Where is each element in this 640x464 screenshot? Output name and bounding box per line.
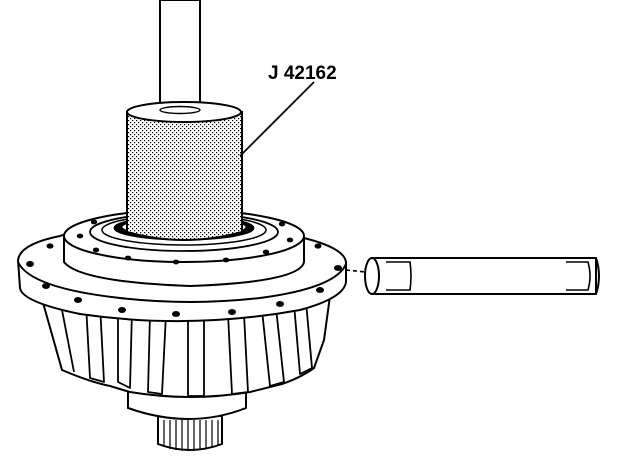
special-tool bbox=[126, 0, 243, 241]
case-flange-top bbox=[17, 261, 347, 303]
boss-bolt-holes bbox=[76, 219, 294, 265]
pinion-shaft bbox=[364, 257, 600, 295]
alignment-line bbox=[345, 269, 367, 273]
tool-label: J 42162 bbox=[268, 63, 337, 84]
flange-bolt-holes bbox=[26, 243, 342, 317]
press-ram bbox=[159, 0, 201, 109]
label-leader-line bbox=[239, 81, 315, 157]
differential-case bbox=[17, 209, 347, 451]
tool-cylinder bbox=[126, 111, 243, 241]
case-ribs bbox=[61, 301, 313, 397]
output-spline bbox=[157, 415, 223, 451]
